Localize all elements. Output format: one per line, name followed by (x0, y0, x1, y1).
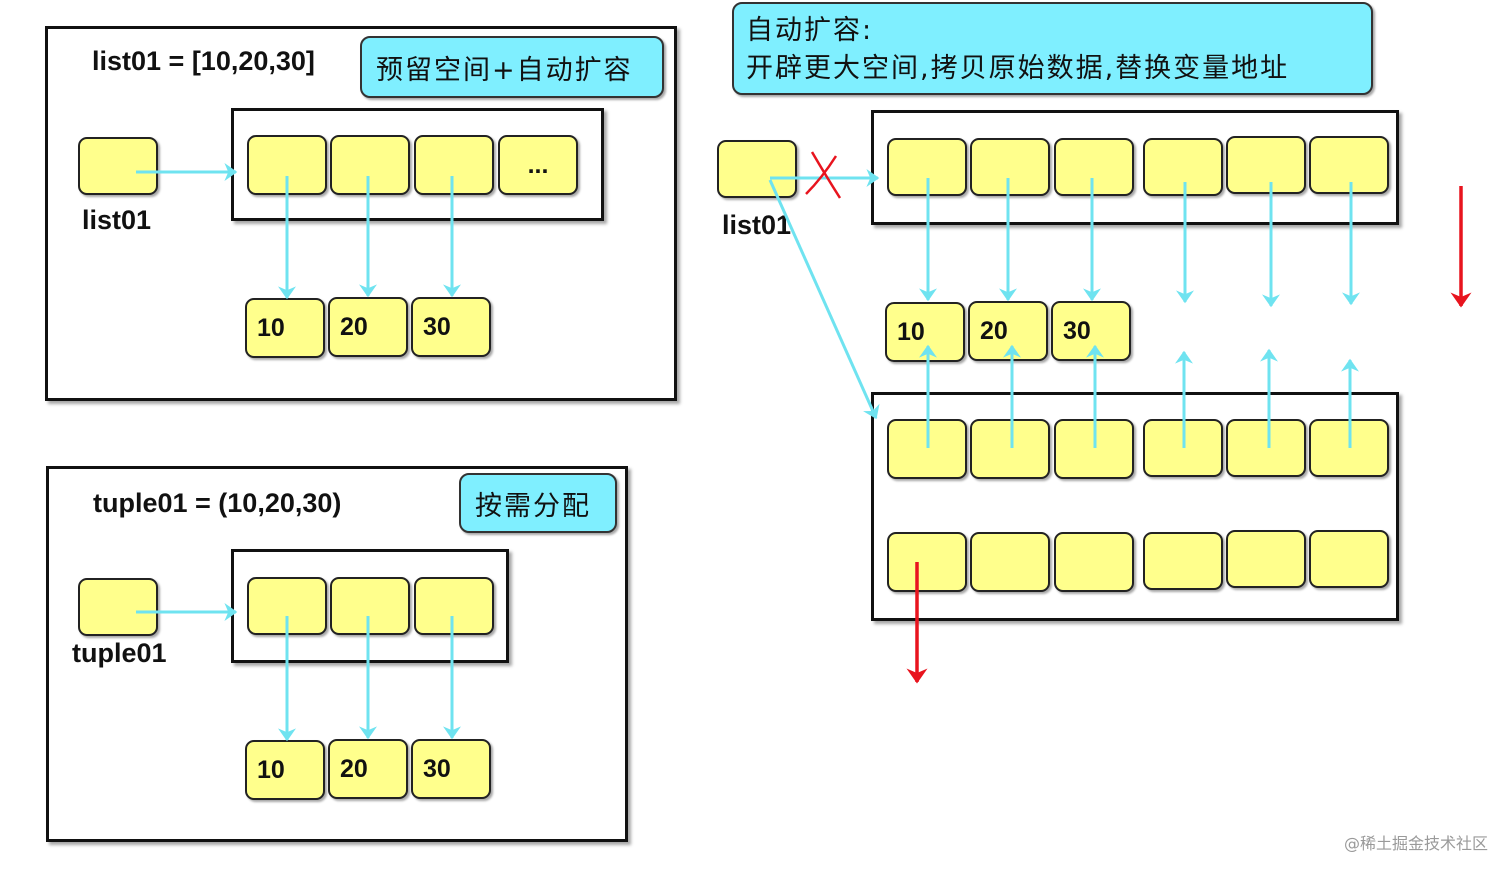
tuple-slot (414, 577, 494, 635)
tuple-slot (330, 577, 410, 635)
new-memory-slot (1054, 532, 1134, 592)
list-slot (414, 135, 494, 195)
tuple-value-cell: 20 (328, 739, 408, 799)
list-slot-ellipsis: ... (498, 135, 578, 195)
old-memory-slot (970, 138, 1050, 196)
tuple-value-cell: 30 (411, 739, 491, 799)
new-memory-slot (887, 419, 967, 479)
list-slot (247, 135, 327, 195)
new-memory-slot (1143, 419, 1223, 477)
list01-variable-label: list01 (82, 205, 152, 235)
watermark: @稀土掘金技术社区 (1343, 834, 1488, 853)
list-slot (330, 135, 410, 195)
old-memory-slot (887, 138, 967, 196)
expand-note-line2: 开辟更大空间,拷贝原始数据,替换变量地址 (746, 53, 1290, 84)
new-memory-slot (1226, 530, 1306, 588)
new-memory-slot (1309, 419, 1389, 477)
tuple-panel-note: 按需分配 (459, 473, 617, 533)
old-memory-slot (1143, 138, 1223, 196)
cross-mark-icon (805, 151, 842, 199)
expand-variable-cell (717, 140, 797, 198)
expand-note: 自动扩容: 开辟更大空间,拷贝原始数据,替换变量地址 (732, 2, 1373, 95)
list-value-cell: 10 (245, 298, 325, 358)
old-memory-slot (1309, 136, 1389, 194)
new-memory-slot (887, 532, 967, 592)
new-memory-slot (970, 532, 1050, 592)
old-memory-slot (1226, 136, 1306, 194)
list-panel-note: 预留空间+自动扩容 (360, 36, 664, 98)
new-memory-slot (1054, 419, 1134, 479)
new-memory-slot (1226, 419, 1306, 477)
new-memory-slot (1309, 530, 1389, 588)
expand-value-cell: 30 (1051, 301, 1131, 361)
tuple-panel-title: tuple01 = (10,20,30) (93, 488, 342, 518)
tuple-slot (247, 577, 327, 635)
expand-value-cell: 10 (885, 302, 965, 362)
list01-variable-cell (78, 137, 158, 195)
tuple-value-cell: 10 (245, 740, 325, 800)
expand-note-line1: 自动扩容: (746, 15, 874, 46)
list-value-cell: 20 (328, 297, 408, 357)
expand-value-cell: 20 (968, 301, 1048, 361)
tuple01-variable-label: tuple01 (72, 638, 167, 668)
list-panel-title: list01 = [10,20,30] (92, 46, 315, 76)
old-memory-slot (1054, 138, 1134, 196)
expand-variable-label: list01 (722, 210, 792, 240)
new-memory-slot (970, 419, 1050, 479)
new-memory-slot (1143, 532, 1223, 590)
tuple01-variable-cell (78, 578, 158, 636)
list-value-cell: 30 (411, 297, 491, 357)
